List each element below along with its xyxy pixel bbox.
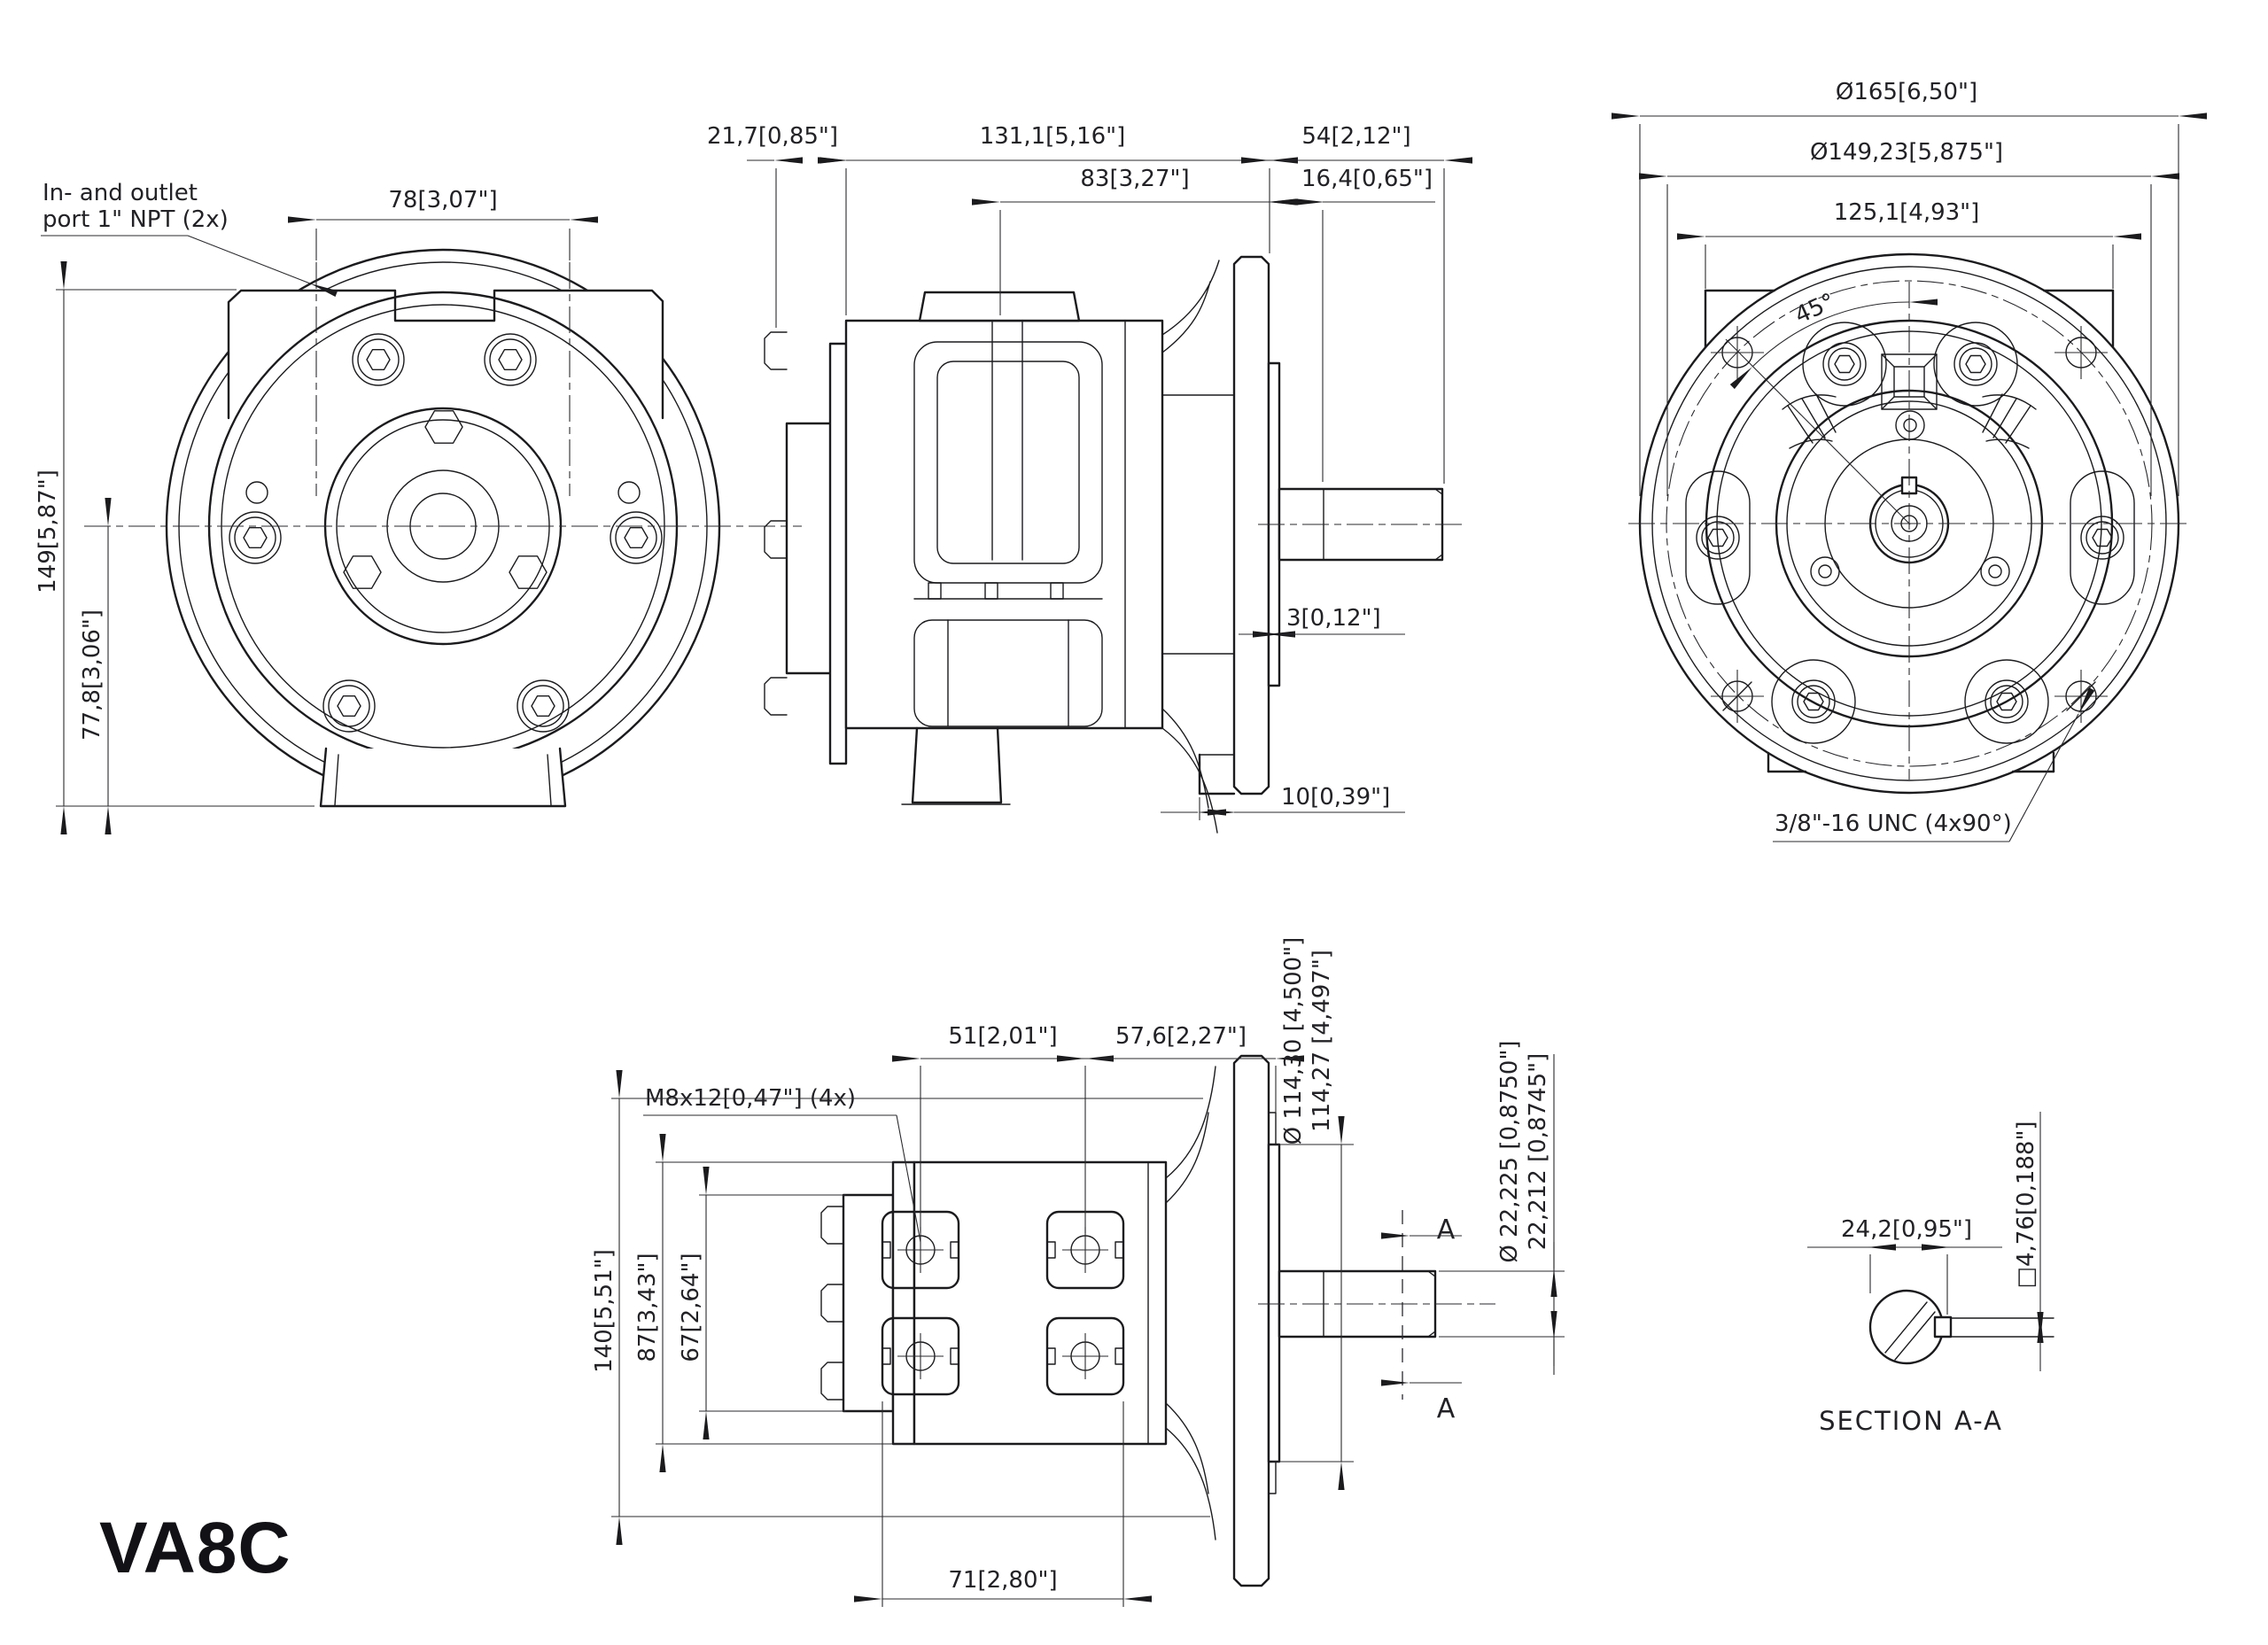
key-section — [1933, 1315, 1953, 1339]
dim-text-140: 140[5,51"] — [591, 1249, 617, 1373]
front-hex-plugs — [343, 410, 548, 589]
section-marker-top: A — [1437, 1214, 1456, 1245]
front-view: 78[3,07"] 149[5,87"] 77,8[3,06"] In- and… — [35, 180, 802, 834]
rear-cover — [842, 1193, 895, 1413]
dim-port-spacing: 78[3,07"] — [288, 187, 598, 260]
dim-text-51: 51[2,01"] — [948, 1023, 1057, 1050]
mounting-flange-top — [1232, 1054, 1270, 1587]
dim-shaft-length: 54[2,12"] — [1241, 123, 1472, 164]
port-leader-note: In- and outlet port 1" NPT (2x) — [41, 180, 338, 298]
dim-overall-width: 140[5,51"] — [591, 1070, 1210, 1545]
dim-center-height: 77,8[3,06"] — [79, 498, 112, 834]
dim-flange-od: Ø165[6,50"] — [1612, 79, 2207, 496]
mounting-flange — [1232, 255, 1270, 795]
port-boss — [918, 291, 1081, 322]
dim-text-4-76: □4,76[0,188"] — [2013, 1121, 2039, 1288]
dim-bolt-circle: Ø149,23[5,875"] — [1639, 139, 2179, 496]
dowel-pin-hole-right — [617, 481, 641, 504]
side-view: 21,7[0,85"] 131,1[5,16"] 54[2,12"] 83[3,… — [707, 123, 1472, 834]
dim-boss-span: 71[2,80"] — [854, 1401, 1152, 1607]
dim-text-114-30: Ø 114,30 [4,500"] — [1280, 937, 1307, 1145]
dim-text-67: 67[2,64"] — [678, 1253, 704, 1362]
dim-text-165: Ø165[6,50"] — [1836, 79, 1977, 105]
drawing-title: VA8C — [99, 1508, 291, 1588]
dim-foot-offset: 10[0,39"] — [1161, 784, 1405, 820]
section-marker-bottom: A — [1437, 1393, 1456, 1424]
dim-body-length: 131,1[5,16"] — [818, 123, 1298, 164]
dim-body-width: 87[3,43"] — [634, 1134, 916, 1472]
dim-key-width: 24,2[0,95"] — [1807, 1216, 2002, 1315]
dim-text-87: 87[3,43"] — [634, 1253, 661, 1362]
dim-text-83: 83[3,27"] — [1080, 166, 1189, 192]
port-note-line1: In- and outlet — [43, 180, 198, 206]
section-cut-line: A A — [1381, 1210, 1462, 1424]
dim-hole-spacing: 51[2,01"] — [892, 1023, 1114, 1233]
rear-view: 45° Ø165[6,50"] Ø149,23[5,875"] 125,1[4,… — [1612, 79, 2207, 842]
side-rear-bolts — [764, 331, 788, 716]
dim-text-149-23: Ø149,23[5,875"] — [1810, 139, 2003, 166]
dim-text-71: 71[2,80"] — [948, 1567, 1057, 1594]
port-note-line2: port 1" NPT (2x) — [43, 206, 229, 233]
dim-text-22-225: Ø 22,225 [0,8750"] — [1496, 1040, 1523, 1262]
dim-text-16-4: 16,4[0,65"] — [1301, 166, 1433, 192]
dim-cover-width: 67[2,64"] — [678, 1167, 846, 1439]
dim-text-22-212: 22,212 [0,8745"] — [1525, 1053, 1551, 1250]
dim-text-54: 54[2,12"] — [1301, 123, 1410, 150]
unc-leader-note: 3/8"-16 UNC (4x90°) — [1773, 687, 2095, 842]
dim-text-24-2: 24,2[0,95"] — [1841, 1216, 1972, 1243]
dowel-pin-hole-left — [245, 481, 268, 504]
dim-gland-to-face: 83[3,27"] — [972, 166, 1298, 206]
dim-shaft-diameter: Ø 22,225 [0,8750"] 22,212 [0,8745"] — [1439, 1040, 1565, 1375]
top-view: A A 51[2,01"] 57,6[2,27"] M8x12[0,47"] (… — [591, 937, 1565, 1607]
pump-body — [913, 1160, 1168, 1446]
unc-text: 3/8"-16 UNC (4x90°) — [1775, 811, 2012, 837]
dim-text-3: 3[0,12"] — [1286, 605, 1381, 632]
dim-text-10: 10[0,39"] — [1281, 784, 1390, 811]
dim-text-45: 45° — [1791, 289, 1839, 330]
dim-shoulder: 16,4[0,65"] — [1242, 166, 1435, 206]
dim-text-78: 78[3,07"] — [388, 187, 497, 213]
pilot-ring-top — [1267, 1143, 1281, 1463]
dim-hole-to-face: 57,6[2,27"] — [1057, 1023, 1304, 1141]
section-caption: SECTION A-A — [1819, 1406, 2003, 1436]
dim-text-131-1: 131,1[5,16"] — [980, 123, 1126, 150]
dim-total-height: 149[5,87"] — [35, 261, 315, 834]
dim-text-21-7: 21,7[0,85"] — [707, 123, 838, 150]
dim-block-width: 125,1[4,93"] — [1677, 199, 2141, 289]
dim-text-114-27: 114,27 [4,497"] — [1309, 950, 1335, 1132]
dim-text-125-1: 125,1[4,93"] — [1834, 199, 1980, 226]
dim-pilot-diameter: Ø 114,30 [4,500"] 114,27 [4,497"] — [1272, 937, 1354, 1490]
dim-pilot-step: 3[0,12"] — [1239, 605, 1405, 638]
flange-foot — [1198, 753, 1236, 795]
dim-text-77-8: 77,8[3,06"] — [79, 609, 105, 741]
dim-key-height: □4,76[0,188"] — [2013, 1112, 2044, 1371]
dim-rear-cover: 21,7[0,85"] — [707, 123, 875, 164]
section-view: 24,2[0,95"] □4,76[0,188"] SECTION A-A — [1807, 1112, 2054, 1436]
rear-socket-screws — [1696, 342, 2124, 724]
dim-text-149: 149[5,87"] — [35, 469, 61, 594]
dim-text-57-6: 57,6[2,27"] — [1115, 1023, 1247, 1050]
top-rear-bolts — [820, 1206, 844, 1401]
